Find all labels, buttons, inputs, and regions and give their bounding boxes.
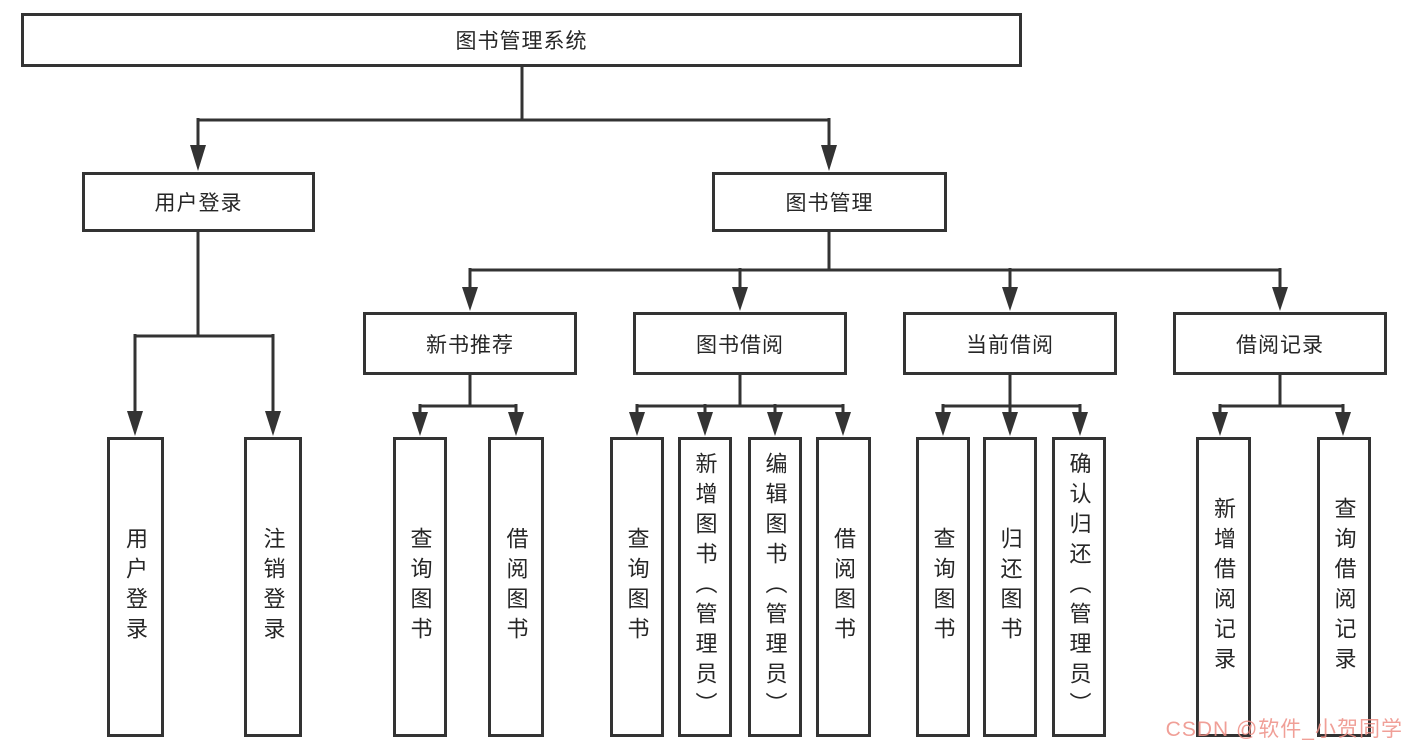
leaf-borrow-borrow-book-label: 借阅图书: [831, 527, 857, 647]
node-book-borrow-label: 图书借阅: [696, 333, 784, 357]
leaf-current-return-book: 归还图书: [983, 437, 1037, 737]
node-new-book-recommend-label: 新书推荐: [426, 333, 514, 357]
leaf-borrow-edit-book-admin-label: 编辑图书（管理员）: [762, 452, 788, 722]
leaf-current-confirm-return-admin: 确认归还（管理员）: [1052, 437, 1106, 737]
leaf-record-add-borrow-record-label: 新增借阅记录: [1211, 497, 1237, 677]
leaf-recommend-borrow-book: 借阅图书: [488, 437, 544, 737]
leaf-recommend-query-book-label: 查询图书: [407, 527, 433, 647]
leaf-current-confirm-return-admin-label: 确认归还（管理员）: [1066, 452, 1092, 722]
arrowheads: [127, 145, 1351, 436]
leaf-borrow-add-book-admin: 新增图书（管理员）: [678, 437, 732, 737]
watermark: CSDN @软件_小贺同学: [1165, 718, 1403, 741]
leaf-borrow-query-book-label: 查询图书: [624, 527, 650, 647]
leaf-logout-login-label: 注销登录: [260, 527, 286, 647]
leaf-record-query-borrow-record: 查询借阅记录: [1317, 437, 1371, 737]
leaf-borrow-query-book: 查询图书: [610, 437, 664, 737]
node-root-label: 图书管理系统: [455, 30, 588, 53]
leaf-logout-login: 注销登录: [244, 437, 302, 737]
leaf-borrow-borrow-book: 借阅图书: [816, 437, 871, 737]
node-book-management-label: 图书管理: [785, 192, 874, 215]
leaf-current-query-book-label: 查询图书: [930, 527, 956, 647]
leaf-record-add-borrow-record: 新增借阅记录: [1196, 437, 1251, 737]
node-borrow-record-label: 借阅记录: [1236, 333, 1324, 357]
leaf-borrow-edit-book-admin: 编辑图书（管理员）: [748, 437, 802, 737]
node-book-borrow: 图书借阅: [633, 312, 847, 375]
leaf-borrow-add-book-admin-label: 新增图书（管理员）: [692, 452, 718, 722]
node-new-book-recommend: 新书推荐: [363, 312, 577, 375]
leaf-recommend-borrow-book-label: 借阅图书: [503, 527, 529, 647]
leaf-current-return-book-label: 归还图书: [997, 527, 1023, 647]
node-current-borrow: 当前借阅: [903, 312, 1117, 375]
leaf-user-login: 用户登录: [107, 437, 164, 737]
node-borrow-record: 借阅记录: [1173, 312, 1387, 375]
node-book-management: 图书管理: [712, 172, 947, 232]
leaf-current-query-book: 查询图书: [916, 437, 970, 737]
node-root: 图书管理系统: [21, 13, 1022, 67]
node-user-login-label: 用户登录: [154, 192, 243, 215]
leaf-recommend-query-book: 查询图书: [393, 437, 447, 737]
node-user-login: 用户登录: [82, 172, 315, 232]
leaf-user-login-label: 用户登录: [123, 527, 149, 647]
node-current-borrow-label: 当前借阅: [966, 333, 1054, 357]
leaf-record-query-borrow-record-label: 查询借阅记录: [1331, 497, 1357, 677]
